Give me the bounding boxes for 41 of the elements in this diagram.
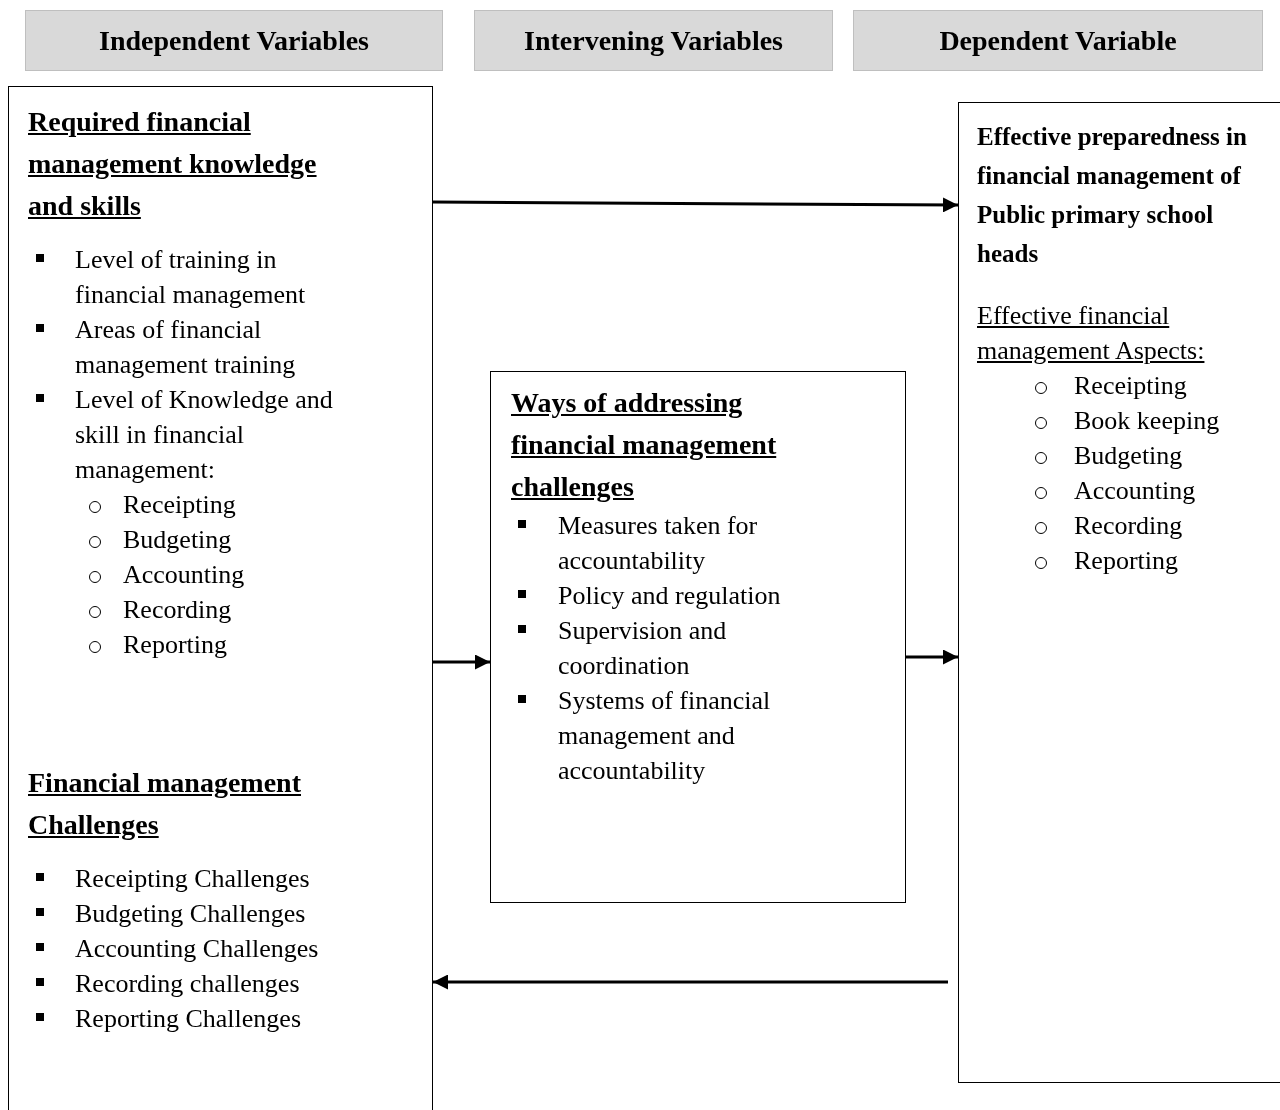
arrow — [433, 654, 490, 670]
header-text: Independent Variables — [99, 24, 369, 57]
list-item: Measures taken for accountability — [558, 510, 759, 577]
list-item: Level of Knowledge and skill in financial management: — [75, 384, 334, 486]
list-item: Accounting — [123, 559, 246, 591]
column-header — [25, 10, 443, 71]
arrow — [906, 649, 958, 665]
list-item: Recording challenges — [75, 968, 301, 1000]
list-item: Budgeting Challenges — [75, 898, 307, 930]
list-item: Accounting Challenges — [75, 933, 320, 965]
section-heading: Ways of addressing financial management challenges — [511, 386, 778, 504]
list-item: Recording — [123, 594, 233, 626]
section-heading: Effective preparedness in financial management of Public primary school heads — [977, 122, 1248, 269]
section-heading: Financial management Challenges — [28, 766, 302, 842]
header-text: Intervening Variables — [524, 24, 783, 57]
header-text: Dependent Variable — [939, 24, 1177, 57]
list-item: Recording — [1074, 510, 1184, 542]
list-item: Systems of financial management and accountability — [558, 685, 772, 787]
variable-box — [958, 102, 1280, 1083]
list-item: Receipting — [123, 489, 237, 521]
list-item: Budgeting — [123, 524, 233, 556]
list-item: Reporting Challenges — [75, 1003, 302, 1035]
variable-box — [490, 371, 906, 903]
column-header — [853, 10, 1263, 71]
list-item: Budgeting — [1074, 440, 1184, 472]
list-item: Policy and regulation — [558, 580, 782, 612]
list-item: Areas of financial management training — [75, 314, 297, 381]
list-item: Reporting — [123, 629, 228, 661]
list-item: Level of training in financial management — [75, 244, 307, 311]
list-item: Receipting — [1074, 370, 1188, 402]
list-item: Receipting Challenges — [75, 863, 311, 895]
list-item: Book keeping — [1074, 405, 1221, 437]
arrow — [433, 197, 958, 213]
variable-box — [8, 86, 433, 1110]
arrow — [433, 974, 948, 990]
subheading: Effective financial management Aspects: — [977, 300, 1206, 367]
section-heading: Required financial management knowledge and skills — [28, 105, 318, 223]
column-header — [474, 10, 833, 71]
list-item: Accounting — [1074, 475, 1197, 507]
list-item: Supervision and coordination — [558, 615, 728, 682]
list-item: Reporting — [1074, 545, 1179, 577]
